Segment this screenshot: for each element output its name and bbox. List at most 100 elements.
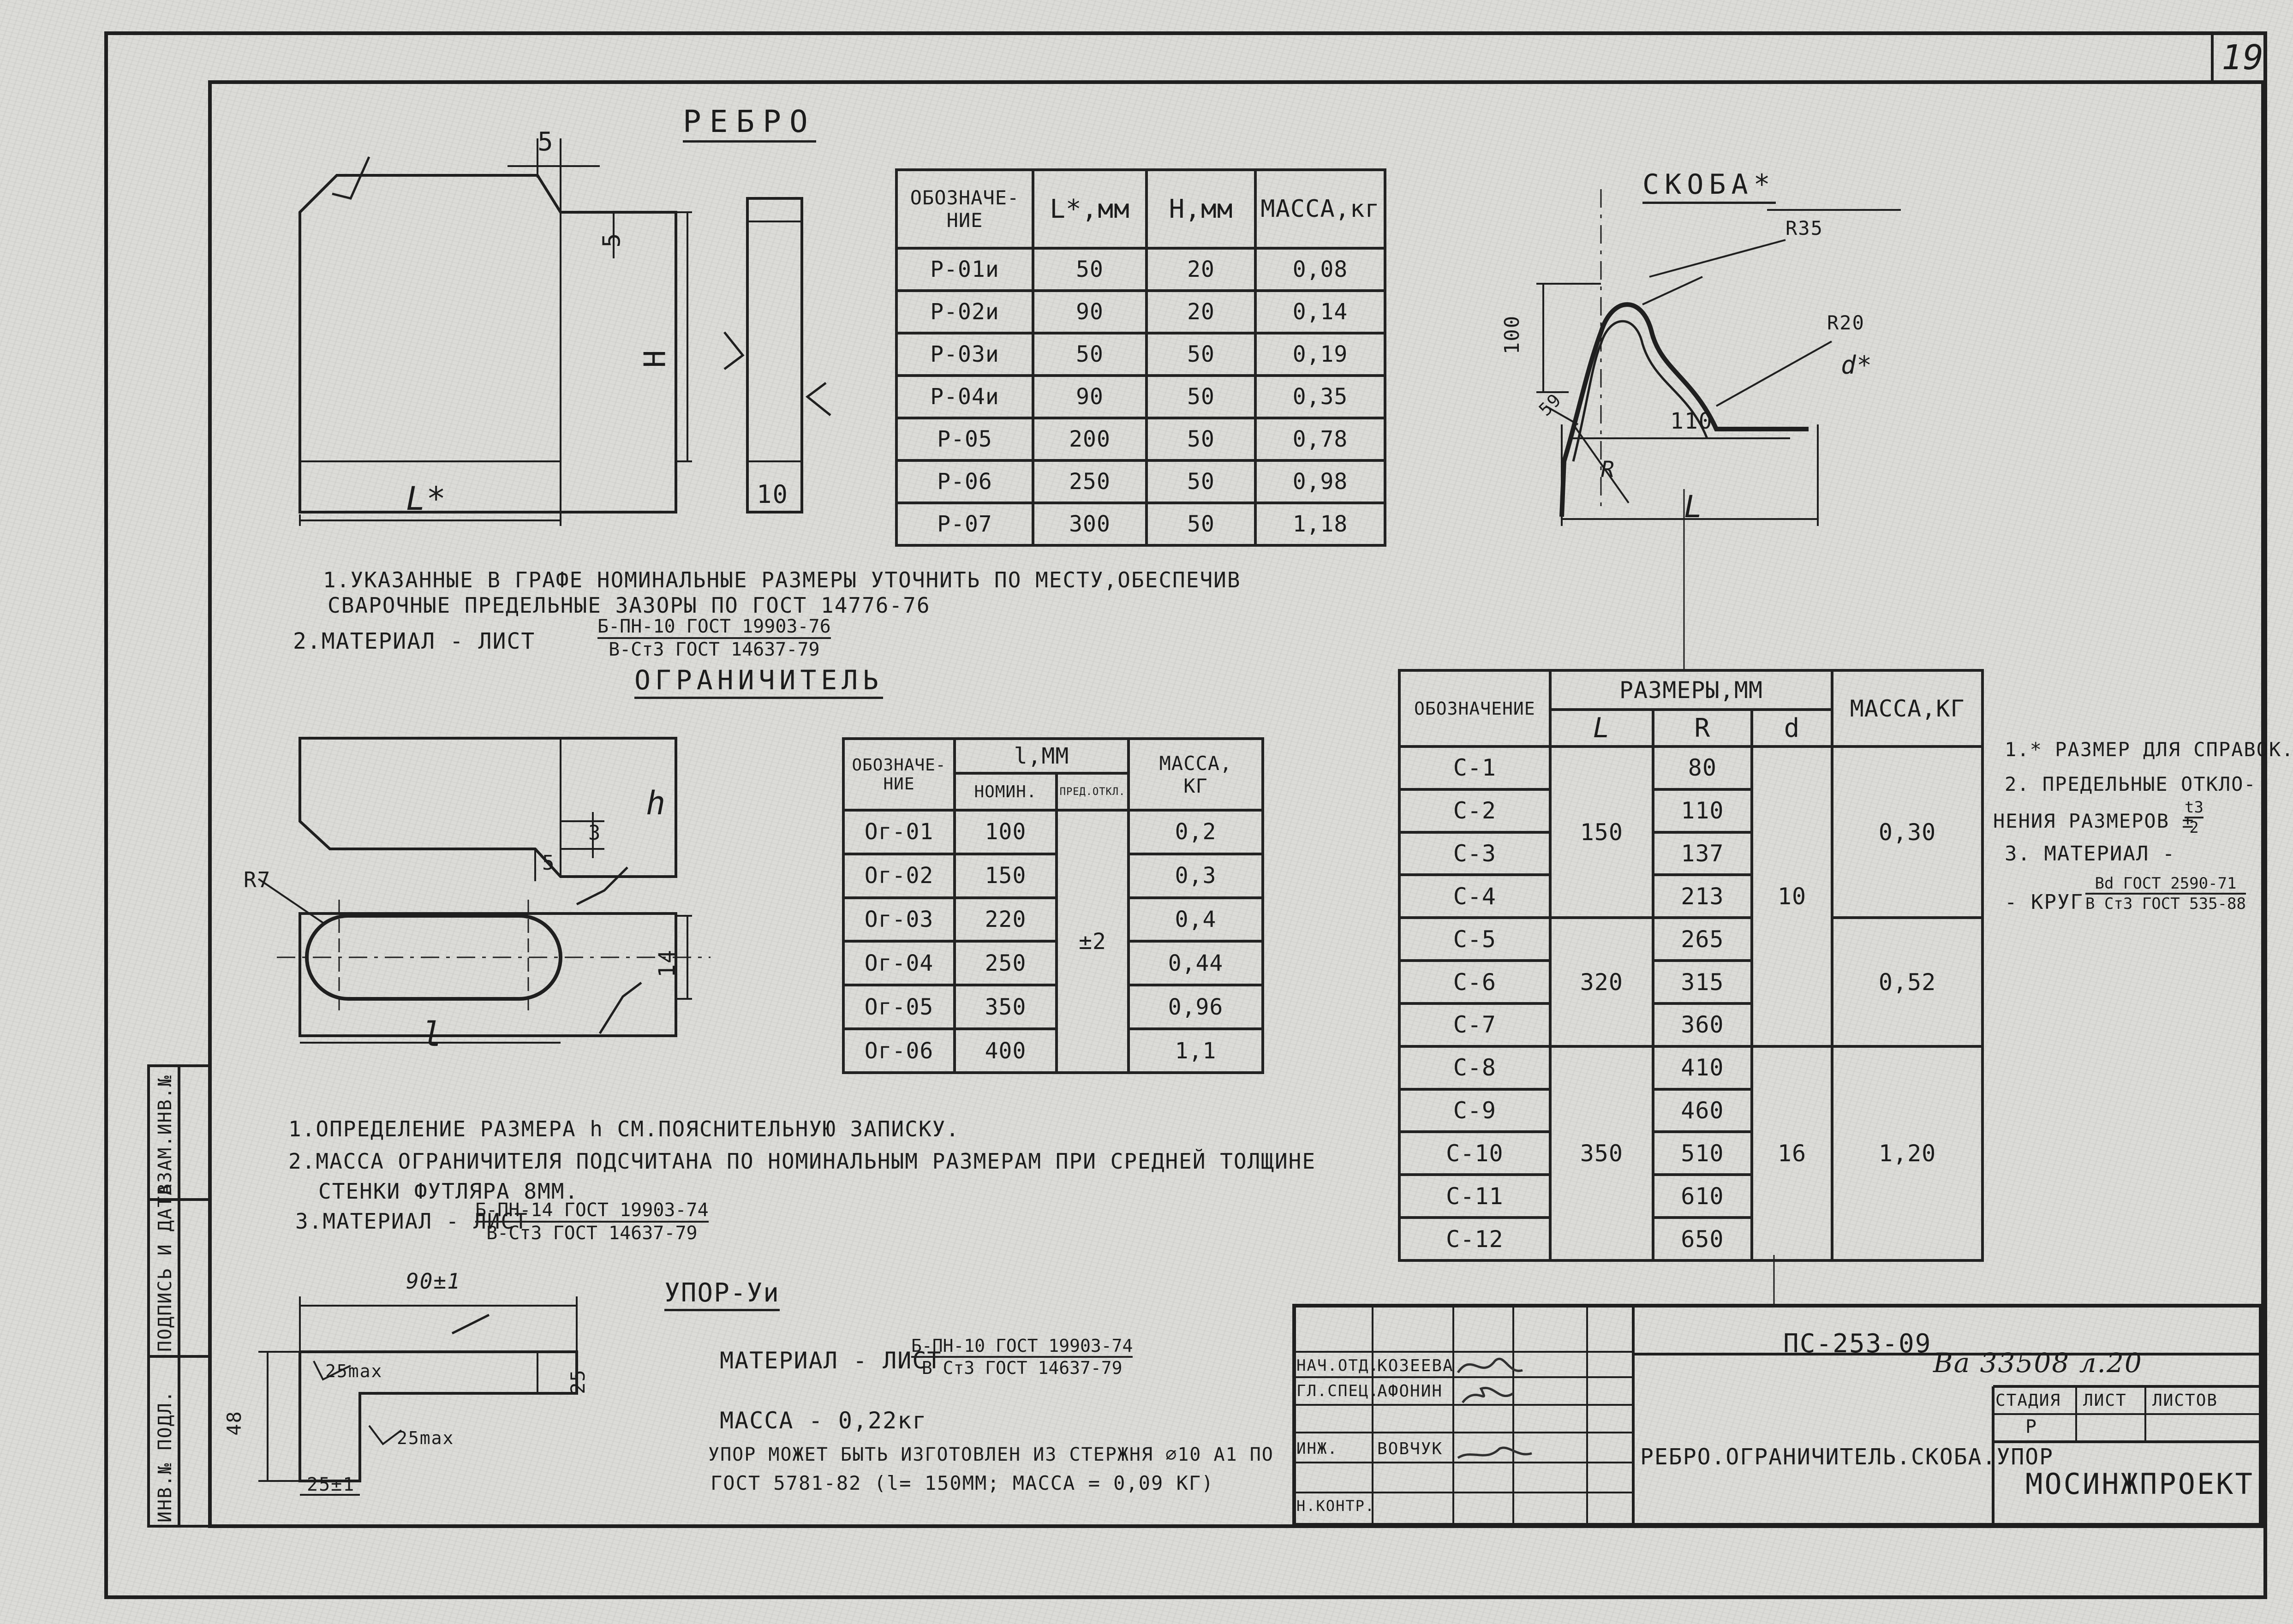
table-cell: Р-05 [895, 417, 1034, 462]
table-cell: Ог-01 [842, 809, 956, 855]
upor-dim-top: 90±1 [406, 1269, 461, 1294]
rebro-header-mass: МАССА,кг [1254, 168, 1386, 250]
rebro-header-h: H,мм [1145, 168, 1257, 250]
skoba-note-2b: НЕНИЯ РАЗМЕРОВ ± [1993, 810, 2195, 832]
ogr-header-tol: ПРЕД.ОТКЛ. [1055, 772, 1130, 812]
upor-material: Б-ПН-10 ГОСТ 19903-74 В Ст3 ГОСТ 14637-7… [911, 1336, 1133, 1378]
table-cell: 350 [953, 984, 1058, 1031]
upor-dim-w25: 25±1 [307, 1474, 355, 1495]
table-cell: 0,96 [1127, 984, 1264, 1031]
rebro-header-l: L*,мм [1032, 168, 1148, 250]
table-cell: 460 [1651, 1087, 1753, 1134]
table-cell: 50 [1032, 247, 1148, 292]
ogr-material: Б-ПН-14 ГОСТ 19903-74 В-Ст3 ГОСТ 14637-7… [475, 1200, 709, 1244]
table-row: С-5 320 265 0,52 [1398, 916, 1984, 1048]
skoba-mass-group-3: 1,20 [1831, 1045, 1984, 1262]
table-cell: 265 [1651, 916, 1753, 962]
side-stamp-vzam: ВЗАМ.ИНВ.№ [155, 1075, 176, 1195]
sheet-number: 19 [2221, 38, 2265, 78]
table-cell: 300 [1032, 502, 1148, 547]
table-row: С-8 350 410 16 1,20 [1398, 1045, 1984, 1262]
table-cell: 0,19 [1254, 332, 1386, 377]
skoba-d-group-1: 10 [1750, 745, 1834, 1048]
upor-material-label: МАТЕРИАЛ - ЛИСТ [720, 1347, 942, 1374]
skoba-table: ОБОЗНАЧЕНИЕ РАЗМЕРЫ,ММ МАССА,КГ L R d С-… [1398, 669, 1984, 1262]
role-n-kontr: Н.КОНТР. [1296, 1497, 1375, 1515]
skoba-header-sizes: РАЗМЕРЫ,ММ [1548, 669, 1834, 711]
rebro-material: Б-ПН-10 ГОСТ 19903-76 В-Ст3 ГОСТ 14637-7… [597, 616, 831, 660]
rebro-note-1b: СВАРОЧНЫЕ ПРЕДЕЛЬНЫЕ ЗАЗОРЫ ПО ГОСТ 1477… [328, 593, 931, 618]
drawing-title: РЕБРО.ОГРАНИЧИТЕЛЬ.СКОБА.УПОР [1640, 1444, 2054, 1470]
skoba-header-mass: МАССА,КГ [1831, 669, 1984, 748]
skoba-mass-group-2: 0,52 [1831, 916, 1984, 1048]
table-cell: 80 [1651, 745, 1753, 791]
sheets-label: ЛИСТОВ [2152, 1391, 2218, 1410]
skoba-material-bottom: В Ст3 ГОСТ 535-88 [2085, 895, 2246, 913]
table-cell: 220 [953, 896, 1058, 943]
skoba-material: Вd ГОСТ 2590-71 В Ст3 ГОСТ 535-88 [2085, 874, 2246, 913]
table-cell: 110 [1651, 788, 1753, 834]
table-cell: 250 [1032, 459, 1148, 504]
skoba-tol-top: t3 [2185, 798, 2203, 818]
skoba-dim-110: 110 [1670, 408, 1713, 434]
upor-material-top: Б-ПН-10 ГОСТ 19903-74 [911, 1336, 1133, 1358]
table-cell: 213 [1651, 873, 1753, 919]
upor-note-2: ГОСТ 5781-82 (l= 150ММ; МАССА = 0,09 КГ) [711, 1472, 1214, 1494]
skoba-header-designation: ОБОЗНАЧЕНИЕ [1398, 669, 1552, 748]
ogr-note-2: 2.МАССА ОГРАНИЧИТЕЛЯ ПОДСЧИТАНА ПО НОМИН… [288, 1149, 1316, 1174]
skoba-tol-bottom: 2 [2189, 818, 2199, 837]
skoba-note-2: 2. ПРЕДЕЛЬНЫЕ ОТКЛО- [2005, 773, 2257, 795]
table-cell: Р-04и [895, 374, 1034, 419]
ogr-dim-3: 3 [588, 821, 602, 845]
ogr-header-nominal: НОМИН. [953, 772, 1058, 812]
table-cell: 0,98 [1254, 459, 1386, 504]
table-cell: 610 [1651, 1173, 1753, 1219]
name-afonin: АФОНИН [1377, 1382, 1443, 1401]
handwritten-code: Ва 33508 л.20 [1933, 1347, 2143, 1379]
table-cell: 0,14 [1254, 289, 1386, 334]
table-row: С-1 150 80 10 0,30 [1398, 745, 1984, 1048]
ogr-header-mass: МАССА, КГ [1127, 737, 1264, 812]
upor-dim-48: 48 [222, 1410, 245, 1436]
table-cell: С-6 [1398, 959, 1552, 1005]
table-cell: 410 [1651, 1045, 1753, 1091]
table-cell: Р-02и [895, 289, 1034, 334]
skoba-subheader-d: d [1750, 708, 1834, 748]
ogr-header-l: l,ММ [953, 737, 1130, 775]
stage-label: СТАДИЯ [1995, 1391, 2061, 1410]
table-cell: С-9 [1398, 1087, 1552, 1134]
role-inzh: ИНЖ. [1296, 1439, 1338, 1458]
table-cell: С-7 [1398, 1002, 1552, 1048]
rebro-material-top: Б-ПН-10 ГОСТ 19903-76 [597, 616, 831, 639]
skoba-note-1: 1.* РАЗМЕР ДЛЯ СПРАВОК. [2005, 738, 2293, 761]
skoba-l-group-2: 320 [1548, 916, 1654, 1048]
table-cell: 250 [953, 940, 1058, 987]
table-cell: 0,78 [1254, 417, 1386, 462]
table-cell: Ог-06 [842, 1027, 956, 1074]
ogr-tolerance-value: ±2 [1055, 809, 1130, 1074]
table-cell: 50 [1145, 417, 1257, 462]
side-stamp-podpis: ПОДПИСЬ И ДАТА [155, 1183, 176, 1352]
table-cell: 1,18 [1254, 502, 1386, 547]
rebro-dim-s5: 5 [598, 232, 626, 248]
skoba-title: СКОБА* [1642, 168, 1776, 204]
skoba-l-group-1: 150 [1548, 745, 1654, 919]
table-cell: С-8 [1398, 1045, 1552, 1091]
table-cell: 0,2 [1127, 809, 1264, 855]
table-cell: 150 [953, 852, 1058, 899]
role-gl-spec: ГЛ.СПЕЦ. [1296, 1382, 1379, 1400]
table-cell: 0,44 [1127, 940, 1264, 987]
table-row: Ог-01 100 ±2 0,2 [842, 809, 1264, 1074]
